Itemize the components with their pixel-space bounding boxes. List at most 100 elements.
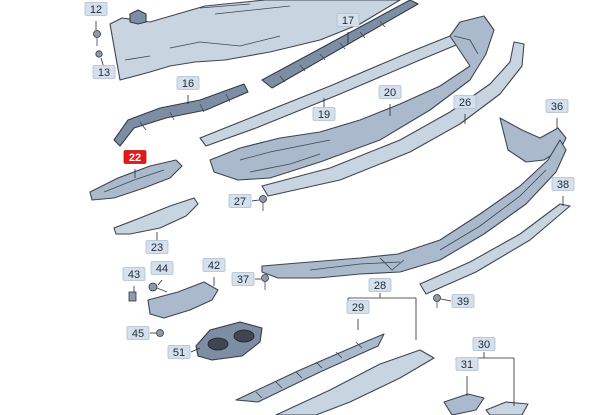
callout-number: 12 bbox=[90, 4, 102, 16]
screw-45-part bbox=[156, 329, 164, 337]
callout-number: 36 bbox=[551, 101, 563, 113]
callout-box bbox=[472, 337, 496, 351]
callout-c51[interactable]: 51 bbox=[167, 345, 191, 360]
clip-43-part bbox=[128, 291, 137, 302]
screw-37-part bbox=[261, 274, 269, 282]
callout-c42[interactable]: 42 bbox=[202, 258, 226, 273]
callout-box bbox=[126, 326, 150, 340]
callout-c12[interactable]: 12 bbox=[84, 2, 108, 17]
callout-c23[interactable]: 23 bbox=[145, 240, 169, 255]
callout-box bbox=[176, 76, 200, 90]
callout-c16[interactable]: 16 bbox=[176, 76, 200, 91]
callout-number: 20 bbox=[384, 87, 396, 99]
callout-box bbox=[150, 261, 174, 275]
screw-12-part bbox=[93, 30, 101, 38]
leader-39 bbox=[440, 298, 452, 302]
corner-panel-part bbox=[485, 401, 529, 415]
callout-number: 13 bbox=[98, 67, 110, 79]
bumper-cover-part bbox=[109, 0, 401, 81]
callout-c39[interactable]: 39 bbox=[451, 294, 475, 309]
exhaust-tip-opening-left bbox=[207, 337, 229, 351]
callout-number: 31 bbox=[461, 359, 473, 371]
callout-c29[interactable]: 29 bbox=[346, 300, 370, 315]
curved-trim-part bbox=[261, 41, 525, 197]
retaining-strip-detail bbox=[139, 93, 231, 131]
side-bracket-part bbox=[147, 281, 219, 319]
callout-box bbox=[346, 300, 370, 314]
callout-box bbox=[92, 65, 116, 79]
callout-number: 38 bbox=[557, 179, 569, 191]
screw-44-shank bbox=[156, 287, 168, 293]
exhaust-tip-part bbox=[195, 321, 263, 361]
callout-c27[interactable]: 27 bbox=[228, 194, 252, 209]
callout-box bbox=[378, 85, 402, 99]
callout-number: 22 bbox=[129, 152, 141, 164]
callout-c43[interactable]: 43 bbox=[122, 267, 146, 282]
callout-number: 44 bbox=[156, 263, 168, 275]
callout-c37[interactable]: 37 bbox=[231, 272, 255, 287]
bumper-cover-detail bbox=[124, 3, 291, 61]
leader-27 bbox=[251, 199, 260, 202]
callout-number: 19 bbox=[318, 109, 330, 121]
callout-number: 28 bbox=[374, 280, 386, 292]
callout-number: 17 bbox=[342, 15, 354, 27]
callout-box bbox=[545, 99, 569, 113]
callout-number: 16 bbox=[182, 78, 194, 90]
callout-box bbox=[453, 95, 477, 109]
callout-box bbox=[167, 345, 191, 359]
callout-labels: 12 13 17 16 19 20 26 36 22 38 27 23 43 44 42 37 28 39 29 45… bbox=[84, 2, 575, 372]
callout-box bbox=[202, 258, 226, 272]
upper-diffuser-detail bbox=[239, 35, 479, 173]
screw-13-part bbox=[95, 50, 103, 58]
callout-c38[interactable]: 38 bbox=[551, 177, 575, 192]
retaining-strip-part bbox=[113, 83, 249, 147]
lower-diffuser-part bbox=[275, 349, 435, 415]
reflector-upper-part bbox=[89, 159, 183, 201]
leader-28 bbox=[347, 293, 417, 340]
lower-bumper-panel-part bbox=[261, 139, 567, 279]
callout-c30[interactable]: 30 bbox=[472, 337, 496, 352]
lower-bumper-panel-detail bbox=[309, 169, 547, 271]
callout-c31[interactable]: 31 bbox=[455, 357, 479, 372]
callout-number: 51 bbox=[173, 347, 185, 359]
callout-c19[interactable]: 19 bbox=[312, 107, 336, 122]
callout-c36[interactable]: 36 bbox=[545, 99, 569, 114]
callout-number: 30 bbox=[478, 339, 490, 351]
screw-44-part bbox=[148, 282, 158, 292]
callout-c28[interactable]: 28 bbox=[368, 278, 392, 293]
callout-c22[interactable]: 22 bbox=[123, 150, 147, 165]
callout-box bbox=[455, 357, 479, 371]
callout-number: 42 bbox=[208, 260, 220, 272]
parts-layer bbox=[89, 0, 571, 415]
callout-box bbox=[84, 2, 108, 16]
callout-number: 27 bbox=[234, 196, 246, 208]
callout-c17[interactable]: 17 bbox=[336, 13, 360, 28]
screw-39-part bbox=[433, 294, 441, 302]
lattice-grille-detail bbox=[255, 341, 363, 399]
callout-number: 43 bbox=[128, 269, 140, 281]
callout-box bbox=[336, 13, 360, 27]
reflector-upper-detail bbox=[103, 169, 165, 193]
lower-trim-part bbox=[419, 203, 571, 295]
reflector-lower-part bbox=[113, 197, 199, 235]
leader-51 bbox=[190, 347, 201, 353]
callout-c44[interactable]: 44 bbox=[150, 261, 174, 276]
bumper-clip-part bbox=[129, 9, 147, 25]
exhaust-tip-opening-right bbox=[233, 329, 255, 343]
callout-box bbox=[122, 267, 146, 281]
callout-box bbox=[231, 272, 255, 286]
leader-30 bbox=[455, 352, 515, 406]
callout-number: 39 bbox=[457, 296, 469, 308]
callout-box bbox=[123, 150, 147, 164]
callout-c45[interactable]: 45 bbox=[126, 326, 150, 341]
callout-number: 23 bbox=[151, 242, 163, 254]
callout-c26[interactable]: 26 bbox=[453, 95, 477, 110]
callout-number: 26 bbox=[459, 97, 471, 109]
callout-c20[interactable]: 20 bbox=[378, 85, 402, 100]
leader-44 bbox=[157, 279, 163, 286]
callout-number: 45 bbox=[132, 328, 144, 340]
corner-grille-part bbox=[443, 393, 485, 415]
bracket-strip-detail bbox=[279, 20, 386, 83]
upper-diffuser-part bbox=[209, 15, 495, 181]
callout-c13[interactable]: 13 bbox=[92, 65, 116, 80]
